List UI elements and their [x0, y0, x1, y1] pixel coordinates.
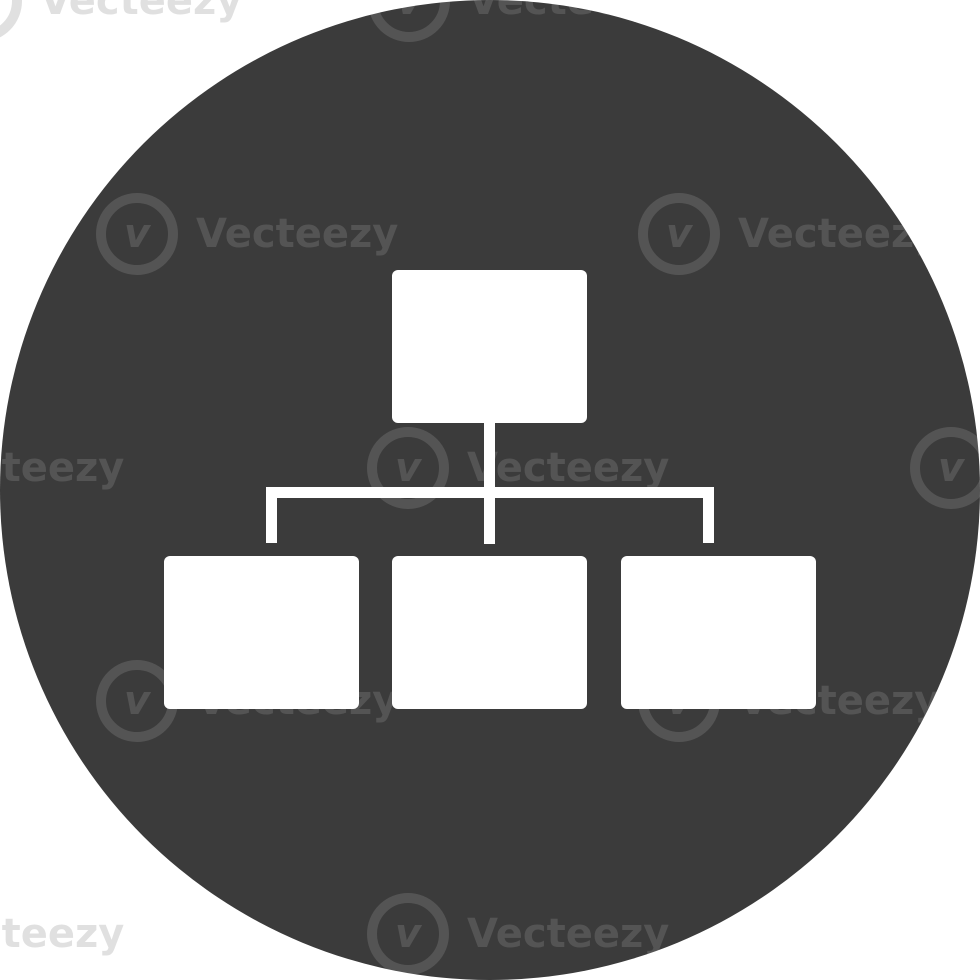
parent-node [392, 270, 587, 423]
watermark-logo-icon: v [0, 0, 22, 42]
connector-right-drop [703, 487, 714, 543]
watermark: v Vecteezy [0, 893, 124, 975]
child-node-left [164, 556, 359, 709]
child-node-right [621, 556, 816, 709]
connector-parent-stem [484, 423, 495, 498]
connector-left-drop [266, 487, 277, 543]
watermark-text: Vecteezy [40, 0, 243, 24]
connector-center-drop [484, 487, 495, 544]
watermark: v Vecteezy [0, 0, 242, 42]
child-node-center [392, 556, 587, 709]
watermark-text: Vecteezy [0, 911, 125, 957]
